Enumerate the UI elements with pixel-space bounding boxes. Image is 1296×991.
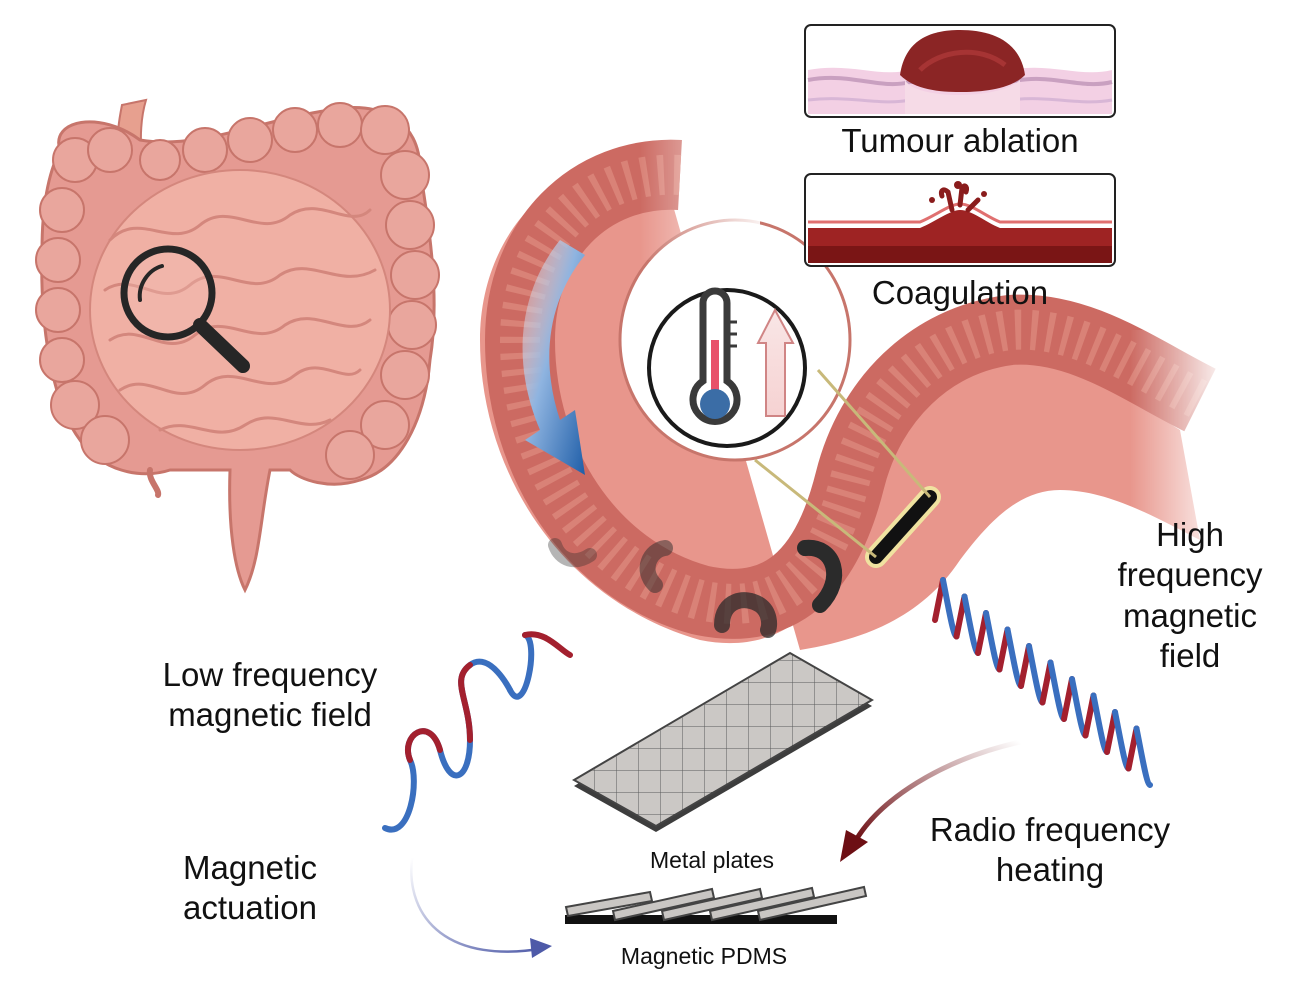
radio-frequency-heating-line-2: heating (995, 851, 1105, 889)
low-frequency-field-label: Low frequency magnetic field (120, 655, 420, 736)
magnifier-icon (120, 245, 250, 373)
high-frequency-field-line-2: frequency (1117, 556, 1263, 594)
radio-frequency-heating-line-1: Radio frequency (929, 811, 1171, 848)
hf-wave-segment (1133, 725, 1153, 788)
coagulation-panel (804, 173, 1116, 267)
high-frequency-field-line-3: magnetic (1123, 596, 1257, 634)
small-intestine (89, 169, 391, 451)
high-frequency-wave (932, 577, 1153, 788)
radio-frequency-heating-label: Radio frequency heating (895, 810, 1205, 891)
magnetic-pdms-label: Magnetic PDMS (620, 943, 788, 969)
hf-wave-segment (1026, 643, 1046, 706)
magnetic-actuation-label: Magnetic actuation (140, 848, 360, 929)
magnetic-actuation-line-1: Magnetic (183, 849, 317, 886)
metal-plates-grid (571, 651, 874, 832)
metal-plates-label: Metal plates (649, 847, 774, 873)
high-frequency-field-line-4: field (1159, 636, 1221, 674)
high-frequency-field-label: High frequency magnetic field (1090, 515, 1290, 676)
hf-wave-segment (983, 610, 1003, 673)
magnetic-actuation-line-2: actuation (183, 889, 317, 927)
coagulation-label: Coagulation (871, 274, 1049, 311)
hf-wave-segment (1047, 659, 1067, 722)
tumour-ablation-panel (804, 24, 1116, 118)
hf-wave-segment (1112, 709, 1132, 772)
rf-heating-arrowhead (840, 830, 868, 862)
low-frequency-wave (382, 631, 573, 833)
hf-wave-segment (1004, 626, 1024, 689)
tumour-ablation-label: Tumour ablation (841, 122, 1079, 159)
intestine-illustration (35, 98, 440, 594)
rf-heating-arrow (853, 739, 1021, 842)
robot-trajectory (548, 538, 843, 638)
hf-wave-segment (1069, 676, 1089, 739)
low-frequency-field-line-2: magnetic field (168, 696, 372, 734)
temperature-rise-arrow-icon (756, 307, 795, 417)
hf-wave-segment (961, 593, 981, 656)
colon-section (480, 139, 1230, 651)
magnetic-pdms-sideview (564, 885, 868, 924)
high-frequency-field-line-1: High (1156, 516, 1224, 553)
actuation-arrow (410, 857, 546, 953)
low-frequency-field-line-1: Low frequency (162, 656, 378, 693)
colon-haustra (35, 102, 440, 480)
hf-wave-segment (940, 577, 960, 640)
hf-wave-segment (1090, 692, 1110, 755)
movement-arrow (522, 240, 585, 475)
